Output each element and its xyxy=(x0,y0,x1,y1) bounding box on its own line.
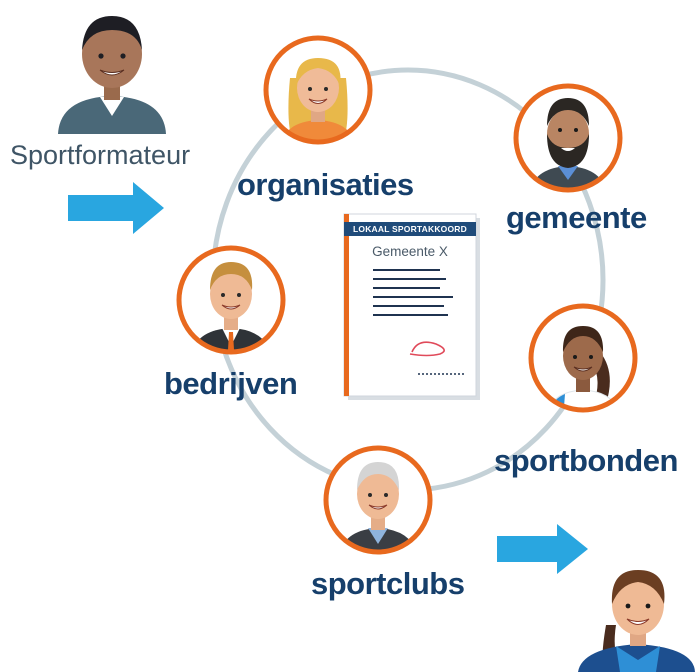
gemeente-avatar xyxy=(513,83,623,193)
bedrijven-avatar xyxy=(176,245,286,355)
label-sportbonden: sportbonden xyxy=(494,443,678,478)
sportbonden-avatar xyxy=(528,303,638,413)
incoming-arrow xyxy=(68,182,164,234)
label-sportclubs: sportclubs xyxy=(311,566,465,601)
athlete-avatar xyxy=(578,570,695,672)
sportformateur-label: Sportformateur xyxy=(10,140,191,170)
organisaties-avatar xyxy=(263,35,373,145)
label-organisaties: organisaties xyxy=(237,167,414,202)
document-subtitle: Gemeente X xyxy=(372,244,448,259)
label-gemeente: gemeente xyxy=(506,200,647,235)
sportclubs-avatar xyxy=(323,445,433,555)
label-bedrijven: bedrijven xyxy=(164,366,298,401)
outgoing-arrow xyxy=(497,524,588,574)
document-text-lines xyxy=(373,269,453,316)
signature xyxy=(409,341,445,357)
sportformateur-avatar xyxy=(58,16,166,134)
sportakkoord-document xyxy=(343,213,480,400)
document-header: LOKAAL SPORTAKKOORD xyxy=(353,224,467,234)
